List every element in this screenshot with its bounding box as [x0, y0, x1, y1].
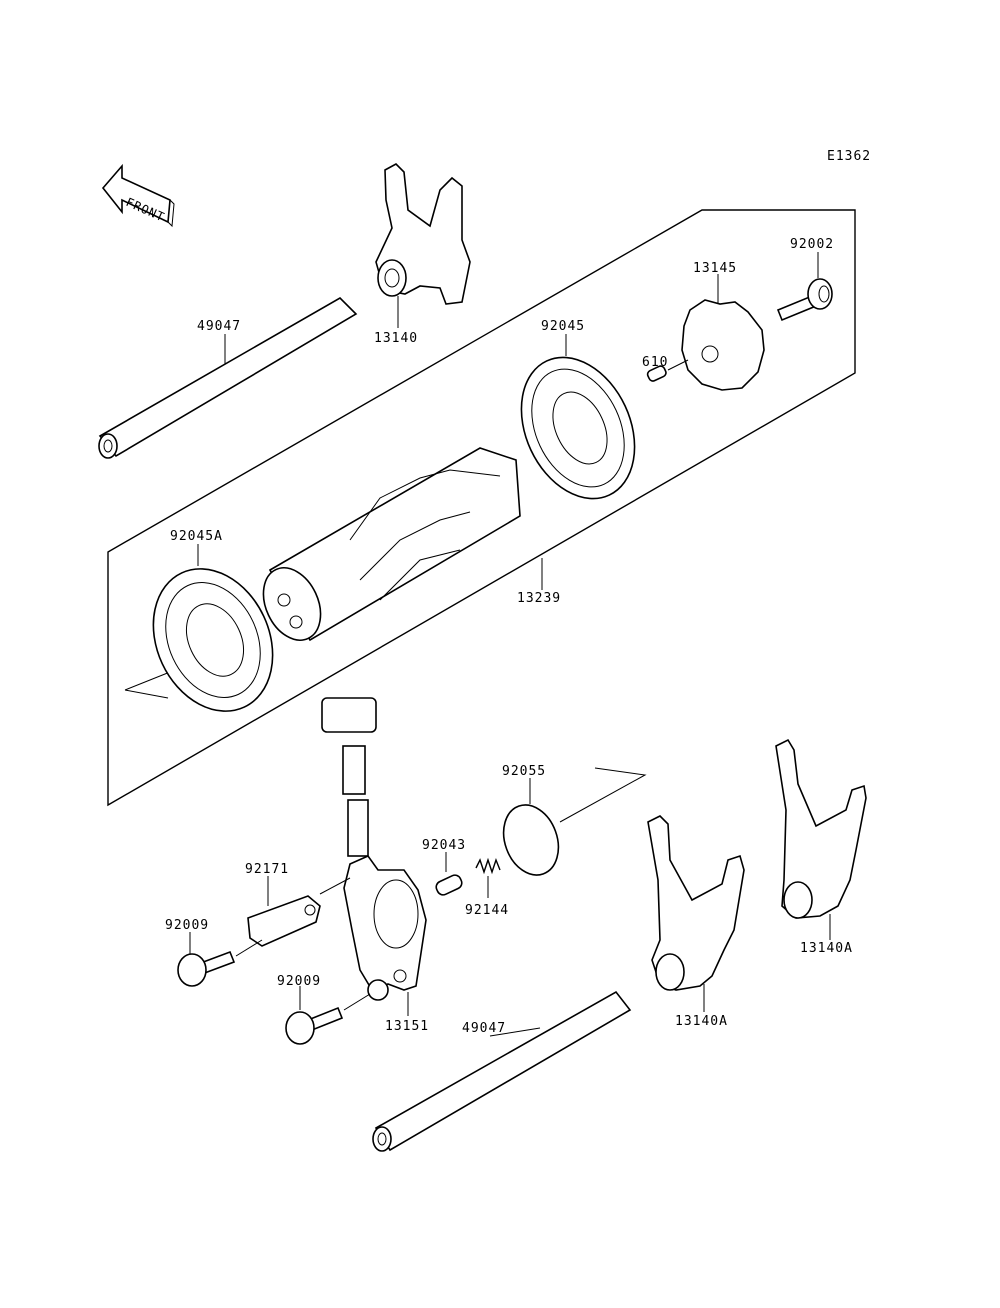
label-13145: 13145 [693, 261, 737, 276]
pin-610 [646, 365, 667, 382]
label-49047-bottom: 49047 [462, 1021, 506, 1036]
bearing-92045 [520, 356, 636, 500]
bolt-92009-b [285, 1006, 344, 1045]
oring-92055 [502, 804, 560, 876]
label-92043: 92043 [422, 838, 466, 853]
label-92055: 92055 [502, 764, 546, 779]
label-92171: 92171 [245, 862, 289, 877]
diagram-id: E1362 [827, 149, 871, 164]
shift-drum-13239 [262, 447, 521, 642]
label-13140A-left: 13140A [675, 1014, 728, 1029]
label-13140A-right: 13140A [800, 941, 853, 956]
label-13140: 13140 [374, 331, 418, 346]
label-92009-b: 92009 [277, 974, 321, 989]
shift-lever-13151 [321, 697, 427, 1001]
shift-fork-13140A-left [647, 815, 745, 991]
shaft-49047-bottom [372, 990, 632, 1152]
shift-fork-13140A-right [775, 738, 867, 919]
shift-fork-13140 [375, 163, 471, 305]
label-92045A: 92045A [170, 529, 223, 544]
spring-92144 [475, 857, 501, 875]
label-92144: 92144 [465, 903, 509, 918]
label-13239: 13239 [517, 591, 561, 606]
pin-plate-13145 [681, 299, 765, 391]
bolt-92002 [776, 278, 833, 322]
label-13151: 13151 [385, 1019, 429, 1034]
shaft-49047-top [98, 297, 358, 459]
label-610: 610 [642, 355, 668, 370]
lever-92171 [247, 895, 321, 947]
label-49047-top: 49047 [197, 319, 241, 334]
bearing-92045A [152, 568, 274, 712]
assembly-outline [107, 209, 856, 807]
label-92009-a: 92009 [165, 918, 209, 933]
front-arrow-icon: FRONT [101, 163, 175, 228]
bolt-92009-a [177, 950, 236, 987]
label-92045: 92045 [541, 319, 585, 334]
label-92002: 92002 [790, 237, 834, 252]
pin-92043 [435, 874, 463, 896]
